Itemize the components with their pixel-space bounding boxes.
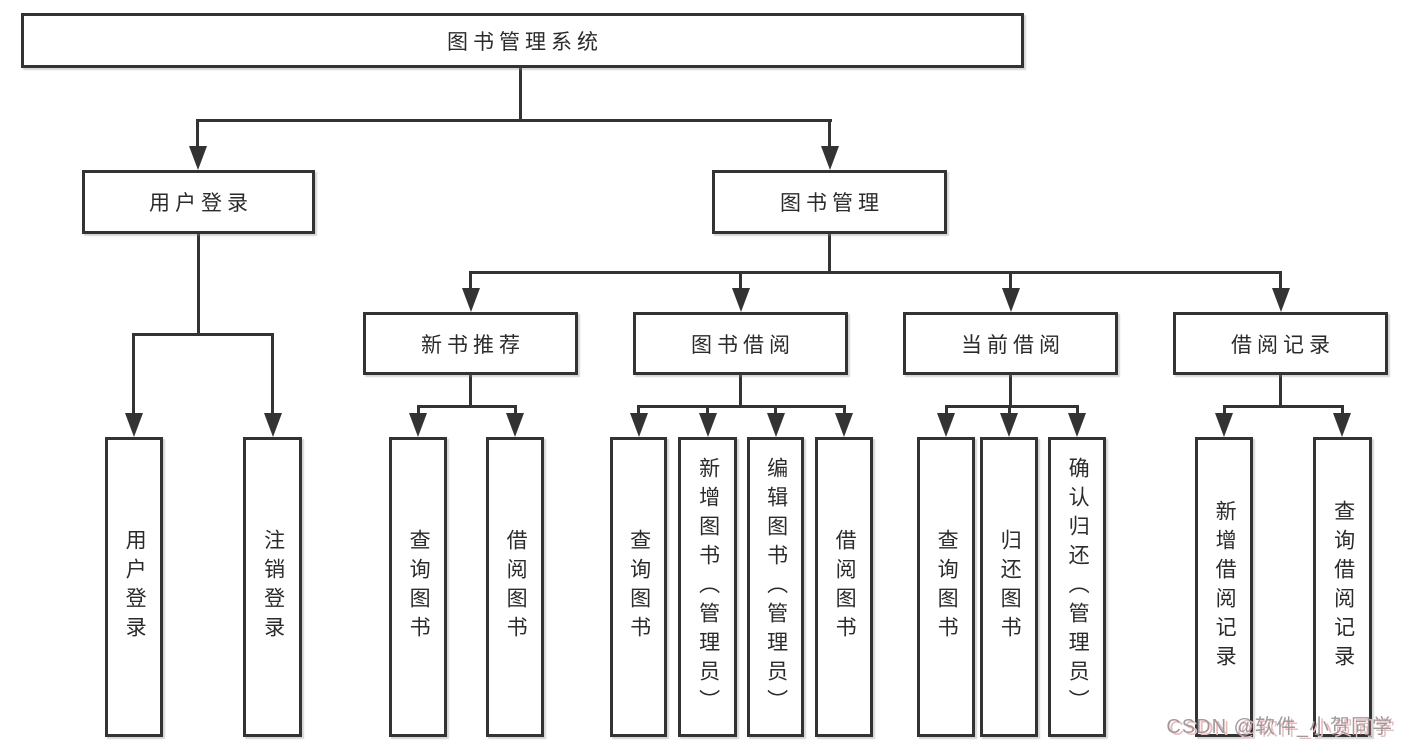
node-book-borrow: 图书借阅 [633,312,848,375]
arrowhead [630,413,648,437]
arrowhead [264,413,282,437]
arrowhead [1002,288,1020,312]
node-leaf-confirm-return-admin: 确认归还（管理员） [1048,437,1106,737]
node-user-login: 用户登录 [82,170,315,234]
connector-line [417,405,420,415]
connector-line [132,333,135,417]
node-leaf-add-borrow-record-label: 新增借阅记录 [1213,500,1237,674]
connector-line [739,271,742,293]
node-borrow-record: 借阅记录 [1173,312,1388,375]
connector-line [271,333,274,417]
arrowhead [409,413,427,437]
connector-line [1009,271,1012,293]
node-leaf-query-book-rec-label: 查询图书 [407,529,431,645]
connector-line [843,405,846,415]
connector-line [1008,405,1011,415]
connector-line [637,405,846,408]
node-book-borrow-label: 图书借阅 [691,333,795,357]
node-leaf-query-book-rec: 查询图书 [389,437,447,737]
arrowhead [125,413,143,437]
node-new-book-rec-label: 新书推荐 [421,333,525,357]
connector-line [1341,405,1344,415]
arrowhead [767,413,785,437]
arrowhead [189,146,207,170]
node-leaf-add-borrow-record: 新增借阅记录 [1195,437,1253,737]
watermark: CSDN @软件_小贺同学 [1166,716,1393,738]
connector-line [1076,405,1079,415]
node-current-borrow: 当前借阅 [903,312,1118,375]
connector-line [1279,271,1282,293]
node-root: 图书管理系统 [21,13,1024,68]
arrowhead [835,413,853,437]
arrowhead [699,413,717,437]
node-user-login-label: 用户登录 [149,192,253,215]
connector-root-split [196,119,832,122]
node-current-borrow-label: 当前借阅 [961,333,1065,357]
connector-line [514,405,517,415]
arrowhead [506,413,524,437]
connector-line [469,374,472,407]
node-leaf-borrow-book-borrow-label: 借阅图书 [833,529,857,645]
connector-line [133,333,274,336]
connector-line [1223,405,1344,408]
node-leaf-user-login: 用户登录 [105,437,163,737]
node-leaf-confirm-return-admin-label: 确认归还（管理员） [1066,456,1090,718]
node-leaf-query-borrow-record-label: 查询借阅记录 [1331,500,1355,674]
connector-line [417,405,517,408]
arrowhead [1068,413,1086,437]
connector-line [945,405,948,415]
arrowhead [1272,288,1290,312]
node-borrow-record-label: 借阅记录 [1231,333,1335,357]
node-book-mgmt-label: 图书管理 [780,192,884,215]
connector-line [197,233,200,336]
node-leaf-edit-book-admin-label: 编辑图书（管理员） [764,456,788,718]
connector-line [706,405,709,415]
connector-line [828,119,831,150]
node-leaf-query-book-current: 查询图书 [917,437,975,737]
node-leaf-query-book-current-label: 查询图书 [935,529,959,645]
arrowhead [937,413,955,437]
node-leaf-logout-label: 注销登录 [261,529,285,645]
node-leaf-borrow-book-borrow: 借阅图书 [815,437,873,737]
node-leaf-borrow-book-rec-label: 借阅图书 [504,529,528,645]
arrowhead [1000,413,1018,437]
connector-line [945,405,1079,408]
arrowhead [732,288,750,312]
connector-line [739,374,742,407]
node-leaf-return-book-label: 归还图书 [998,529,1022,645]
node-leaf-add-book-admin-label: 新增图书（管理员） [696,456,720,718]
node-leaf-logout: 注销登录 [243,437,302,737]
connector-line [1223,405,1226,415]
connector-root-stem [519,66,522,122]
arrowhead [1333,413,1351,437]
connector-line [196,119,199,150]
connector-line [1009,374,1012,407]
node-leaf-user-login-label: 用户登录 [123,529,147,645]
node-leaf-return-book: 归还图书 [980,437,1038,737]
node-root-label: 图书管理系统 [447,30,603,54]
node-leaf-query-book-borrow-label: 查询图书 [627,529,651,645]
connector-line [469,271,1282,274]
arrowhead [821,146,839,170]
connector-line [774,405,777,415]
node-leaf-query-book-borrow: 查询图书 [610,437,667,737]
arrowhead [1215,413,1233,437]
connector-line [1279,374,1282,407]
connector-line [469,271,472,293]
connector-line [637,405,640,415]
node-book-mgmt: 图书管理 [712,170,947,234]
connector-line [828,233,831,274]
arrowhead [462,288,480,312]
node-leaf-query-borrow-record: 查询借阅记录 [1313,437,1372,737]
node-leaf-add-book-admin: 新增图书（管理员） [678,437,737,737]
node-leaf-edit-book-admin: 编辑图书（管理员） [747,437,804,737]
node-new-book-rec: 新书推荐 [363,312,578,375]
node-leaf-borrow-book-rec: 借阅图书 [486,437,544,737]
